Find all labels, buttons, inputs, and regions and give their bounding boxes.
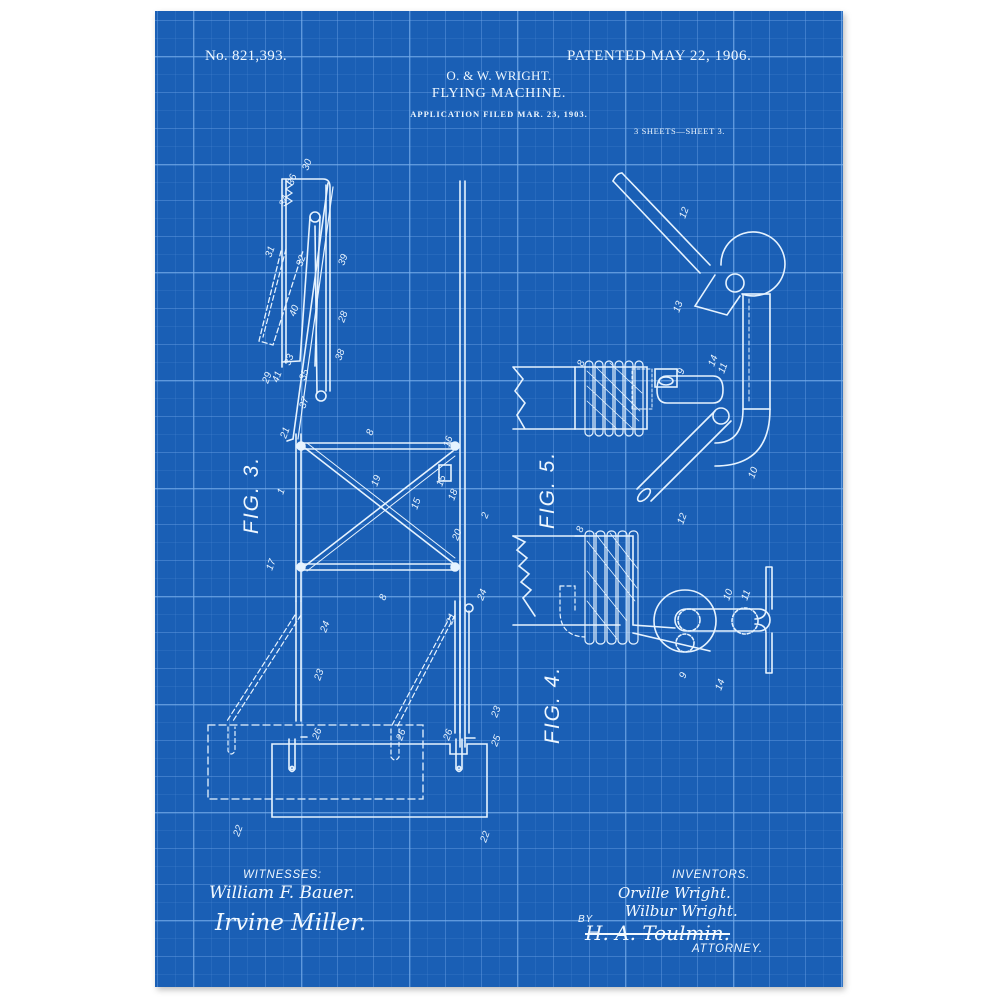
svg-text:38: 38 [333, 347, 347, 362]
fig3-label: FIG. 3. [240, 455, 263, 534]
svg-text:23: 23 [489, 704, 504, 720]
svg-text:22: 22 [478, 829, 493, 845]
svg-text:8: 8 [574, 525, 586, 534]
svg-text:17: 17 [264, 557, 278, 572]
svg-text:32: 32 [294, 253, 308, 268]
svg-text:14: 14 [706, 353, 720, 368]
svg-text:23: 23 [312, 667, 327, 683]
svg-text:9: 9 [675, 367, 687, 376]
patent-drawings: 30 36 34 39 31 32 28 40 33 41 35 38 37 2… [207, 157, 786, 845]
svg-text:21: 21 [444, 612, 458, 627]
fig5-label: FIG. 5. [536, 450, 559, 529]
attorney-label: ATTORNEY. [692, 943, 763, 955]
svg-text:40: 40 [287, 303, 301, 318]
svg-text:26: 26 [441, 727, 456, 743]
svg-text:12: 12 [675, 511, 689, 526]
svg-text:33: 33 [282, 352, 296, 367]
svg-text:18: 18 [446, 487, 460, 502]
svg-text:15: 15 [434, 473, 448, 488]
svg-text:31: 31 [263, 245, 277, 259]
svg-text:13: 13 [671, 299, 685, 314]
svg-text:12: 12 [677, 205, 691, 220]
witness-signature-2: Irvine Miller. [215, 910, 367, 936]
svg-text:30: 30 [300, 157, 314, 172]
fig4-label: FIG. 4. [541, 665, 564, 744]
svg-text:10: 10 [721, 587, 735, 602]
svg-text:35: 35 [297, 367, 311, 382]
fig4-drawing: 10 11 9 14 8 [512, 525, 773, 692]
svg-text:20: 20 [450, 527, 465, 543]
svg-text:22: 22 [231, 823, 246, 839]
svg-text:29: 29 [260, 370, 275, 386]
blueprint-poster: No. 821,393. PATENTED MAY 22, 1906. O. &… [155, 11, 843, 987]
svg-text:11: 11 [716, 361, 730, 375]
svg-text:26: 26 [310, 726, 325, 742]
svg-text:39: 39 [336, 252, 350, 267]
inventor-signature-wilbur: Wilbur Wright. [625, 902, 738, 920]
svg-text:11: 11 [739, 588, 753, 602]
patent-date: PATENTED MAY 22, 1906. [567, 48, 752, 64]
application-filed: APPLICATION FILED MAR. 23, 1903. [410, 109, 588, 119]
witness-signature-1: William F. Bauer. [209, 883, 355, 903]
svg-text:41: 41 [270, 370, 284, 384]
svg-text:26: 26 [394, 727, 409, 743]
inventor-names: O. & W. WRIGHT. [446, 68, 552, 83]
patent-number: No. 821,393. [205, 48, 287, 64]
svg-text:19: 19 [369, 473, 383, 488]
svg-text:2: 2 [479, 511, 492, 521]
svg-text:15: 15 [409, 496, 423, 511]
svg-text:8: 8 [377, 593, 389, 602]
by-label: BY [578, 914, 593, 925]
witnesses-label: WITNESSES: [243, 869, 322, 881]
svg-text:36: 36 [285, 172, 299, 187]
svg-text:25: 25 [489, 733, 504, 749]
svg-text:28: 28 [336, 309, 351, 325]
svg-text:8: 8 [575, 359, 587, 368]
svg-text:37: 37 [297, 395, 311, 410]
svg-text:21: 21 [278, 426, 292, 441]
inventors-label: INVENTORS. [672, 869, 751, 881]
attorney-signature: H. A. Toulmin. [585, 921, 731, 945]
svg-text:9: 9 [677, 671, 689, 680]
svg-text:8: 8 [364, 428, 376, 437]
fig5-drawing: 12 13 14 9 8 11 10 12 [512, 172, 786, 526]
svg-text:14: 14 [713, 677, 727, 692]
sheet-count: 3 SHEETS—SHEET 3. [634, 126, 726, 136]
fig3-drawing: 30 36 34 39 31 32 28 40 33 41 35 38 37 2… [207, 157, 504, 845]
svg-text:1: 1 [275, 487, 287, 496]
svg-text:16: 16 [441, 434, 455, 449]
svg-text:10: 10 [746, 465, 760, 480]
inventor-signature-orville: Orville Wright. [618, 884, 731, 902]
svg-text:34: 34 [277, 193, 291, 208]
svg-text:24: 24 [475, 587, 490, 603]
patent-title: FLYING MACHINE. [431, 86, 567, 101]
svg-text:24: 24 [318, 619, 333, 635]
